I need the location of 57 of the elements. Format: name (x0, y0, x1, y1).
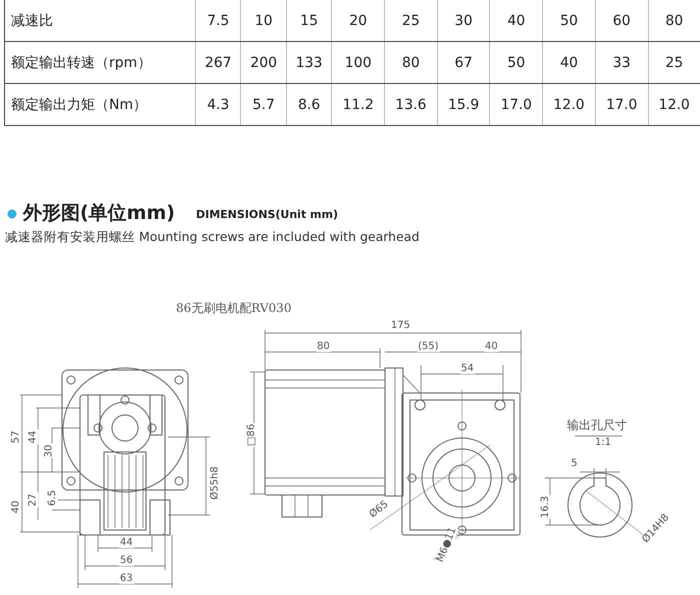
dimension-label: 16.3 (541, 494, 552, 520)
dimension-label: 30 (44, 444, 54, 458)
table-cell: 12.0 (658, 96, 690, 112)
table-cell: 13.6 (395, 96, 426, 112)
table-cell: 17.0 (500, 96, 532, 112)
table-cell: 200 (250, 54, 278, 70)
dimension-label: □86 (247, 422, 258, 448)
table-cell: 额定输出力矩（Nm） (11, 96, 148, 112)
section-subheading: DIMENSIONS(Unit mm) (195, 209, 339, 220)
table-cell: 80 (402, 54, 420, 70)
table-cell: 额定输出转速（rpm） (11, 54, 152, 70)
table-cell: 60 (612, 12, 631, 28)
dimension-label: 27 (28, 492, 38, 508)
dimension-label: 57 (11, 430, 22, 444)
drawing-title: 86无刷电机配RV030 (175, 302, 292, 314)
table-cell: 17.0 (606, 96, 638, 112)
dimension-label: 40 (484, 342, 499, 352)
table-cell: 67 (454, 54, 472, 70)
table-cell: 减速比 (11, 12, 53, 28)
section-heading: 外形图(单位mm) (22, 204, 176, 223)
table-cell: 15 (300, 12, 318, 28)
table-cell: 4.3 (207, 96, 230, 112)
dimension-label: 44 (28, 430, 38, 444)
dimension-label: 输出孔尺寸 (566, 419, 628, 431)
dimension-label: 40 (11, 500, 22, 514)
table-cell: 20 (349, 12, 368, 28)
table-cell: 133 (296, 54, 322, 70)
dimension-label: 5 (570, 459, 578, 469)
dimension-label: 63 (119, 574, 134, 584)
dimension-label: Ø55h8 (210, 465, 221, 501)
table-cell: 40 (507, 12, 526, 28)
note-text: 减速器附有安装用螺丝 Mounting screws are included with gearhead (4, 231, 420, 244)
table-cell: 267 (204, 54, 232, 70)
table-cell: 50 (560, 12, 578, 28)
dimension-label: 6.5 (48, 489, 58, 507)
table-cell: 30 (454, 12, 472, 28)
table-cell: 40 (560, 54, 578, 70)
table-cell: 25 (665, 54, 684, 70)
table-cell: 5.7 (252, 96, 275, 112)
table-cell: 25 (402, 12, 420, 28)
table-cell: 12.0 (553, 96, 585, 112)
dimension-label: 1:1 (594, 438, 612, 448)
dimension-label: 44 (119, 538, 134, 548)
dimension-label: 80 (316, 342, 331, 352)
dimension-label: 54 (460, 364, 475, 374)
dimension-label: (55) (417, 342, 440, 352)
table-cell: 7.5 (207, 12, 230, 28)
table-cell: 8.6 (298, 96, 320, 112)
table-cell: 10 (254, 12, 273, 28)
table-cell: 50 (507, 54, 526, 70)
table-cell: 11.2 (342, 96, 374, 112)
table-cell: 80 (665, 12, 684, 28)
dimension-label: 175 (390, 321, 412, 331)
table-cell: 33 (612, 54, 631, 70)
table-cell: 15.9 (448, 96, 480, 112)
table-cell: 100 (344, 54, 372, 70)
dimension-label: 56 (119, 556, 134, 566)
